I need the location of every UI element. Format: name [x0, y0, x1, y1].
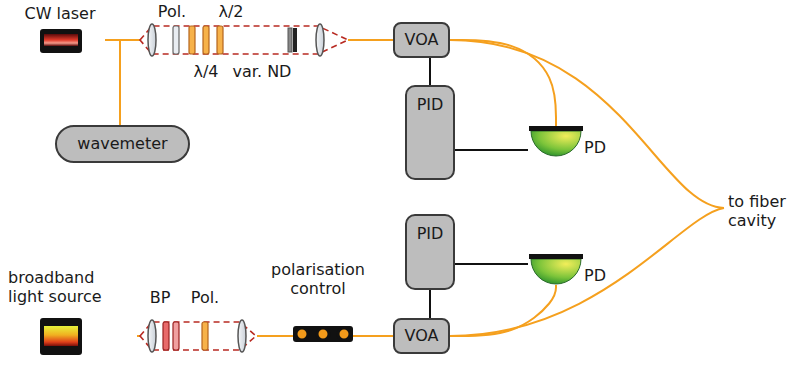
quarter-wave-plate: [189, 26, 195, 54]
node-label: CW laser: [15, 4, 105, 23]
wave-plate: [203, 26, 209, 54]
signal-wire: [455, 149, 528, 151]
photodiode-dome: [531, 259, 581, 284]
half-wave-plate: [217, 26, 223, 54]
optical-fiber: [450, 40, 556, 126]
node-label: wavemeter: [77, 134, 167, 153]
node-label: broadband light source: [8, 268, 123, 306]
broadband-source: broadband light source: [2, 262, 137, 356]
voa-box: VOA: [393, 22, 450, 58]
node-label: VOA: [405, 326, 439, 345]
signal-wire: [429, 58, 431, 85]
photodiode-symbol: [528, 254, 584, 285]
lens: [148, 320, 156, 352]
component-label: var. ND: [233, 62, 292, 81]
optical-fiber: [450, 285, 556, 336]
photodiode-bar: [529, 126, 583, 131]
photodiode-bar: [529, 254, 583, 259]
lens: [316, 24, 324, 56]
component-label: polarisation control: [262, 260, 374, 298]
pid-box: PID: [405, 85, 455, 180]
laser-icon: [40, 29, 82, 53]
cw-laser: CW laser: [15, 2, 105, 56]
pid-box: PID: [405, 214, 455, 290]
polarisation-paddles: [293, 326, 353, 342]
output-fiber: [450, 40, 724, 208]
component-label: Pol.: [158, 2, 186, 21]
wavemeter-box: wavemeter: [55, 125, 190, 163]
signal-wire: [429, 290, 431, 318]
component-label: to fiber cavity: [728, 192, 808, 230]
voa-box: VOA: [393, 318, 450, 354]
node-label: VOA: [405, 30, 439, 49]
component-label: BP: [150, 288, 171, 307]
lens: [238, 320, 246, 352]
photodiode-dome: [531, 131, 581, 156]
photodiode-symbol: [528, 126, 584, 157]
optical-fiber: [105, 40, 120, 125]
photodiode: PD: [528, 254, 610, 285]
node-label: PID: [417, 95, 444, 114]
polarizer: [202, 322, 208, 350]
node-label: PD: [584, 138, 606, 157]
source-icon: [40, 318, 82, 355]
node-label: PD: [584, 266, 606, 285]
signal-wire: [455, 263, 528, 265]
photodiode: PD: [528, 126, 610, 157]
component-label: λ/2: [218, 2, 243, 21]
node-label: PID: [417, 224, 444, 243]
nd-filter: [288, 28, 292, 52]
lens: [148, 24, 156, 56]
component-label: Pol.: [191, 288, 219, 307]
bandpass-filter: [173, 322, 179, 350]
nd-filter: [293, 28, 297, 52]
component-label: λ/4: [193, 62, 218, 81]
output-fiber: [450, 208, 724, 336]
polarizer: [173, 26, 179, 54]
bandpass-filter: [163, 322, 169, 350]
